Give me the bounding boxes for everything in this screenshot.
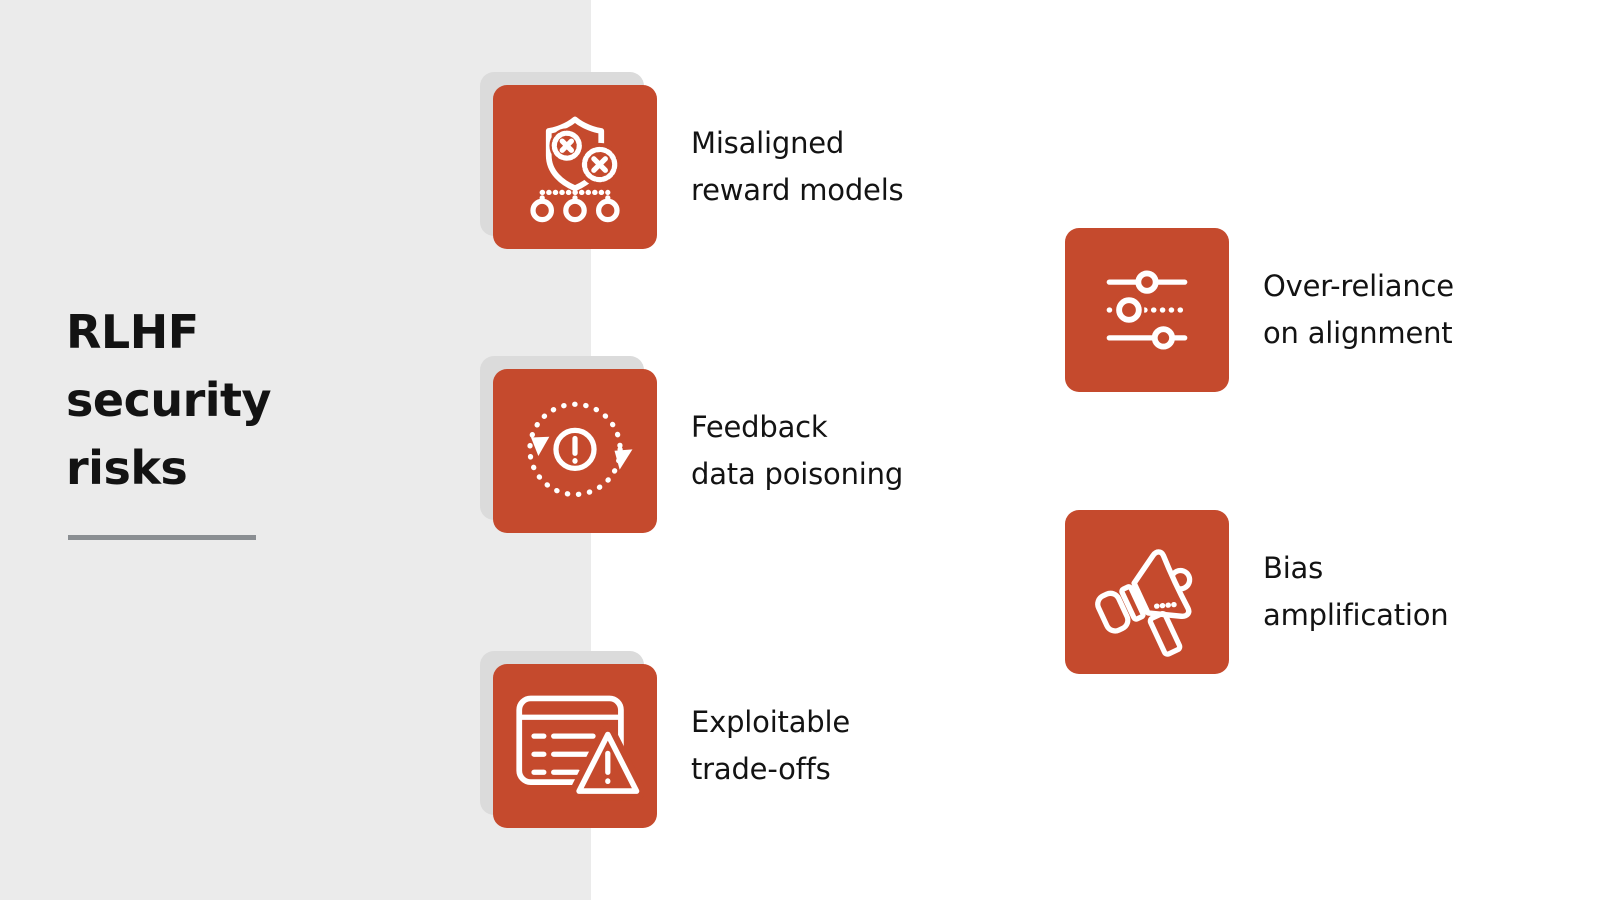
risk-item-bias-amplification: Bias amplification: [1065, 510, 1449, 674]
icon-tile: [1065, 510, 1229, 674]
left-gray-panel: [0, 0, 591, 900]
risk-item-over-reliance-on-alignment: Over-reliance on alignment: [1065, 228, 1454, 392]
risk-label: Over-reliance on alignment: [1263, 269, 1454, 350]
megaphone-icon: [1095, 549, 1193, 657]
window-warning-icon: [516, 695, 646, 801]
icon-tile: [493, 369, 657, 533]
risk-item-feedback-data-poisoning: Feedback data poisoning: [493, 369, 903, 533]
icon-tile: [493, 664, 657, 828]
sliders-icon: [1106, 270, 1188, 350]
risk-label: Exploitable trade-offs: [691, 705, 850, 786]
icon-tile: [1065, 228, 1229, 392]
risk-label: Misaligned reward models: [691, 126, 904, 207]
shield-malfunction-icon: [530, 116, 622, 223]
risk-item-exploitable-trade-offs: Exploitable trade-offs: [493, 664, 850, 828]
risk-label: Feedback data poisoning: [691, 410, 904, 491]
risk-label: Bias amplification: [1263, 551, 1449, 632]
page-title: RLHF security risks: [66, 305, 272, 495]
cycle-warning-icon: [527, 401, 633, 498]
title-block: RLHF security risks: [66, 298, 426, 502]
title-divider: [68, 535, 256, 540]
icon-tile: [493, 85, 657, 249]
risk-item-misaligned-reward-models: Misaligned reward models: [493, 85, 904, 249]
